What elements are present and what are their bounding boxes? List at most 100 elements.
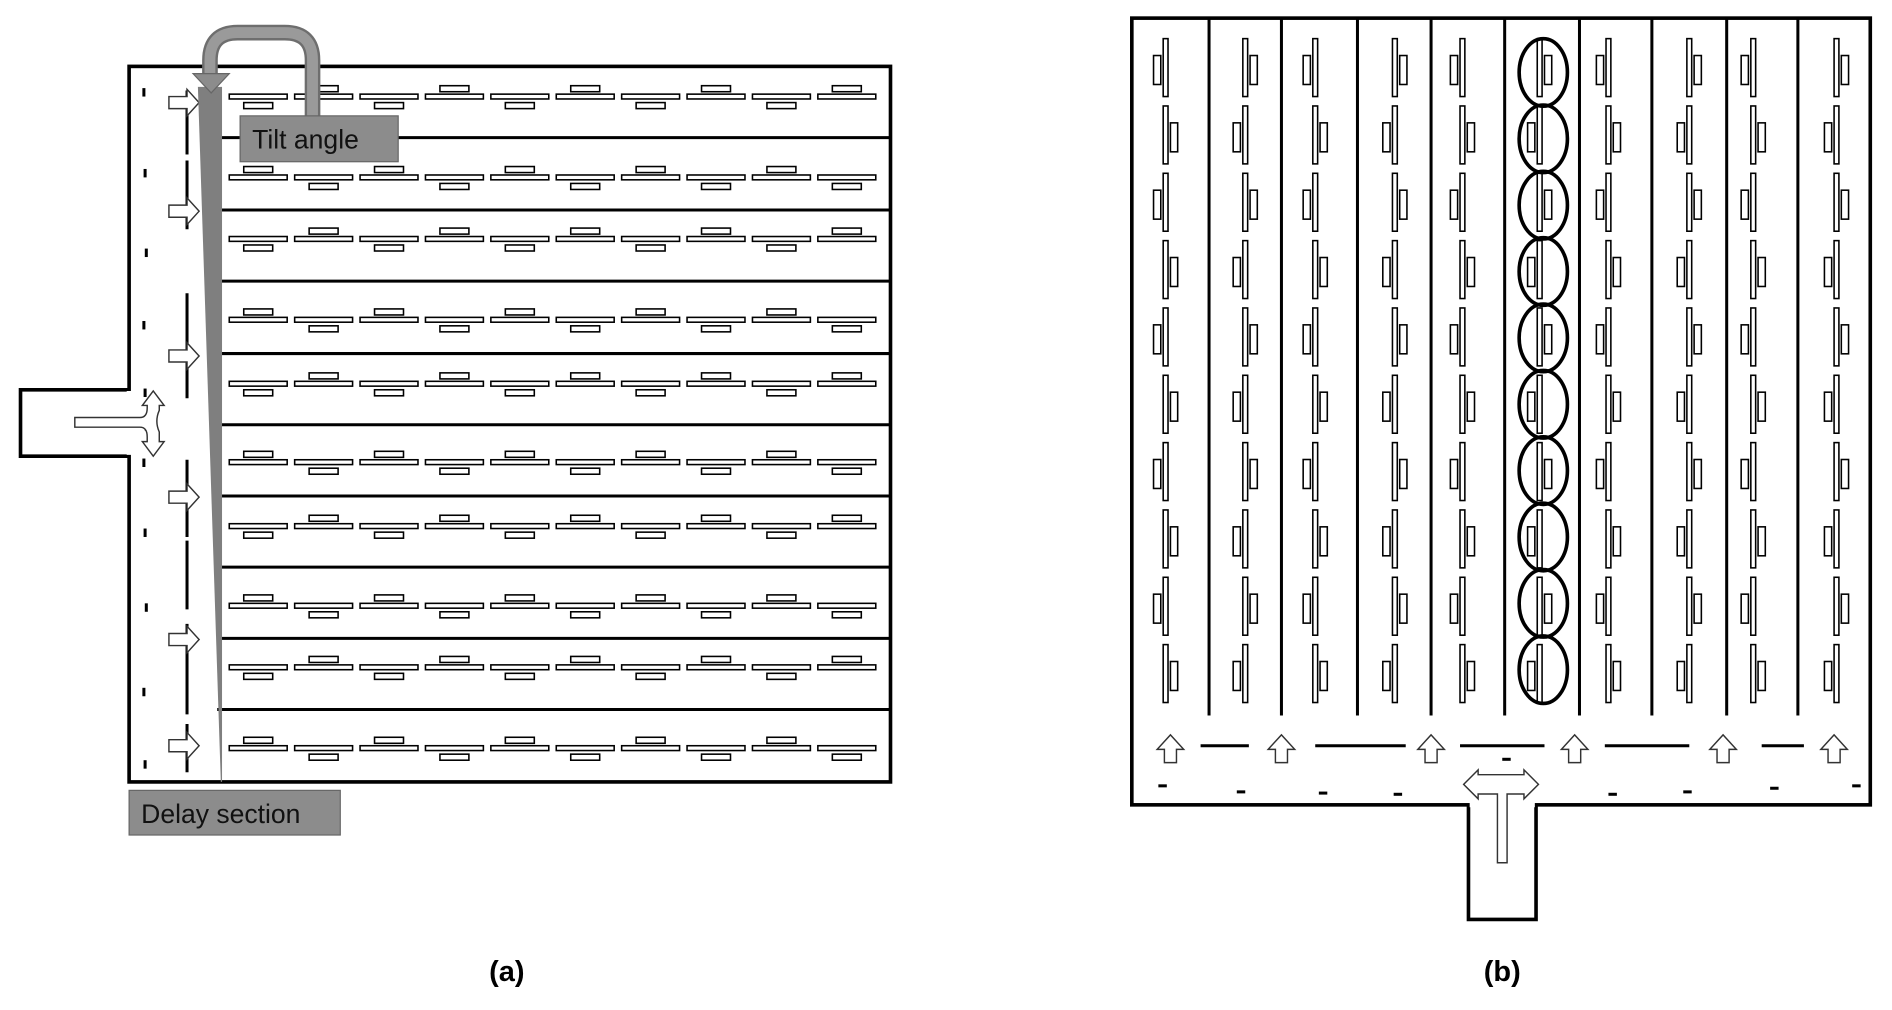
baffle-long (686, 602, 746, 609)
baffle-long (1833, 239, 1840, 300)
baffle-long (1536, 576, 1543, 636)
baffle-short (1302, 54, 1312, 86)
baffle-long (293, 316, 354, 323)
baffle-long (751, 522, 812, 530)
baffle-long (1605, 441, 1612, 502)
baffle-long (686, 380, 746, 387)
baffle-short (1740, 189, 1750, 220)
baffle-long (424, 744, 485, 752)
baffle-long (490, 744, 550, 752)
baffle-short (1693, 458, 1703, 490)
baffle-short (1449, 54, 1459, 86)
baffle-short (1398, 54, 1408, 86)
baffle-long (1391, 239, 1399, 300)
baffle-long (293, 458, 354, 466)
baffle-short (831, 182, 863, 191)
baffle-short (700, 467, 732, 476)
baffle-long (1162, 441, 1169, 502)
flow-arrow-icon (168, 482, 201, 513)
baffle-long (817, 316, 877, 323)
baffle-long (1391, 441, 1399, 502)
baffle-short (242, 388, 274, 397)
baffle-short (1152, 458, 1162, 490)
baffle-short (439, 514, 470, 523)
baffle-short (635, 244, 666, 252)
baffle-short (1232, 391, 1242, 422)
tilt-wedge (197, 86, 223, 782)
baffle-short (569, 655, 601, 664)
baffle-long (1686, 643, 1693, 704)
baffle-long (1686, 239, 1693, 300)
baffle-short (1757, 660, 1767, 692)
baffle-long (1162, 307, 1169, 367)
baffle-short (1398, 189, 1408, 220)
highlight-ellipse (1517, 435, 1570, 507)
baffle-short (766, 450, 797, 459)
baffle-short (1152, 324, 1162, 355)
baffle-short (1740, 458, 1750, 490)
baffle-short (504, 736, 536, 745)
baffle-long (620, 93, 681, 100)
baffle-long (293, 744, 354, 752)
tilt-angle-label: Tilt angle (252, 124, 359, 154)
highlight-ellipse (1517, 634, 1570, 706)
baffle-long (555, 664, 615, 671)
baffle-long (1605, 105, 1612, 165)
baffle-short (242, 165, 274, 174)
panel-b: (b) (1130, 16, 1873, 988)
baffle-long (1312, 374, 1319, 434)
baffle-short (1595, 324, 1605, 355)
baffle-long (1312, 441, 1319, 502)
baffle-short (1249, 324, 1259, 355)
baffle-short (700, 227, 732, 235)
baffle-long (1242, 105, 1249, 165)
baffle-long (751, 93, 812, 100)
baffle-short (1466, 660, 1476, 692)
baffle-long (1312, 37, 1319, 98)
baffle-long (1833, 643, 1840, 704)
baffle-long (490, 174, 550, 181)
wall-dash (142, 320, 146, 330)
highlight-ellipse (1517, 368, 1570, 440)
flow-arrow-icon (168, 730, 201, 761)
baffle-short (439, 655, 470, 664)
baffle-long (1459, 441, 1466, 502)
baffle-short (1152, 189, 1162, 220)
baffle-long (1242, 576, 1249, 636)
baffle-short (373, 308, 405, 316)
baffle-short (308, 655, 339, 664)
baffle-short (1526, 391, 1536, 422)
wall-dash (144, 603, 148, 612)
baffle-long (1312, 643, 1319, 704)
baffle-short (373, 244, 405, 252)
baffle-long (686, 235, 746, 243)
baffle-long (1686, 576, 1693, 636)
baffle-long (751, 458, 812, 466)
baffle-long (817, 235, 877, 243)
baffle-short (569, 182, 601, 191)
baffle-short (1526, 526, 1536, 557)
baffle-short (1449, 324, 1459, 355)
baffle-long (1391, 374, 1399, 434)
baffle-long (1750, 576, 1757, 636)
baffle-short (635, 388, 666, 397)
baffle-short (1232, 256, 1242, 288)
baffle-long (1242, 643, 1249, 704)
baffle-long (228, 380, 288, 387)
baffle-long (751, 602, 812, 609)
panel-a: Tilt angle Delay section (a) (18, 24, 893, 988)
wall-dash (142, 458, 146, 467)
baffle-long (228, 93, 288, 100)
baffle-short (1249, 54, 1259, 86)
baffle-long (1605, 576, 1612, 636)
baffle-short (504, 165, 536, 174)
baffle-short (1757, 122, 1767, 153)
baffle-short (308, 611, 339, 619)
baffle-long (1750, 307, 1757, 367)
baffle-long (686, 93, 746, 100)
baffle-short (635, 450, 666, 459)
baffle-short (1526, 122, 1536, 153)
baffle-long (1833, 37, 1840, 98)
baffle-short (1382, 122, 1391, 153)
channel-dividers-a (217, 136, 891, 712)
